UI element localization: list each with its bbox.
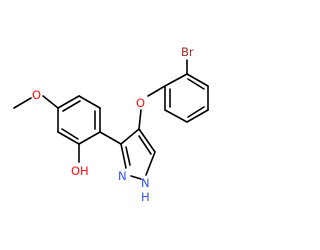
bond-pyr-n-c3-inner	[125, 146, 131, 166]
bond-ring2-a	[164, 73, 188, 87]
atom-labels: Br O O OH N N H	[32, 45, 194, 204]
bond-pyr-n-c3	[120, 143, 127, 169]
bond-ring1-e	[57, 131, 80, 145]
atom-hydroxyl: OH	[71, 164, 89, 178]
bonds	[13, 59, 209, 180]
bond-aryl-pyrazole	[99, 131, 122, 145]
bond-ring1-e-inner	[61, 128, 79, 140]
bond-ring1-a	[57, 95, 80, 109]
atom-oxygen-methoxy: O	[32, 88, 41, 102]
atom-oxygen-ether: O	[136, 96, 145, 110]
bond-pyr-c5-nh	[145, 151, 156, 176]
bond-ring1-a-inner	[62, 100, 81, 112]
bond-methyl-o	[13, 97, 32, 109]
bond-pyr-nh-n	[130, 175, 142, 180]
bond-ring2-d-inner	[187, 106, 205, 118]
bond-ring2-b	[186, 73, 209, 87]
bond-ring2-e	[164, 109, 188, 123]
bond-ring2-b-inner	[187, 78, 205, 90]
bond-pyr-c4-c5-inner	[138, 135, 152, 155]
background	[0, 0, 250, 250]
molecule-structure: Br O O OH N N H	[0, 0, 250, 250]
atom-nitrogen-h: N	[141, 176, 150, 190]
atom-nitrogen: N	[118, 169, 127, 183]
bond-pyr-c3-c4	[120, 128, 140, 145]
bond-pyr-c4-c5	[138, 128, 156, 153]
bond-ring1-b	[78, 95, 101, 109]
bond-c4-oether	[138, 109, 142, 130]
bond-ring1-d	[78, 131, 101, 145]
bond-o-aryl	[42, 95, 59, 109]
atom-bromine: Br	[181, 45, 194, 59]
atom-hydrogen-nh: H	[141, 190, 150, 204]
bond-ring2-d	[186, 109, 209, 123]
bond-oether-ring2	[147, 85, 166, 97]
